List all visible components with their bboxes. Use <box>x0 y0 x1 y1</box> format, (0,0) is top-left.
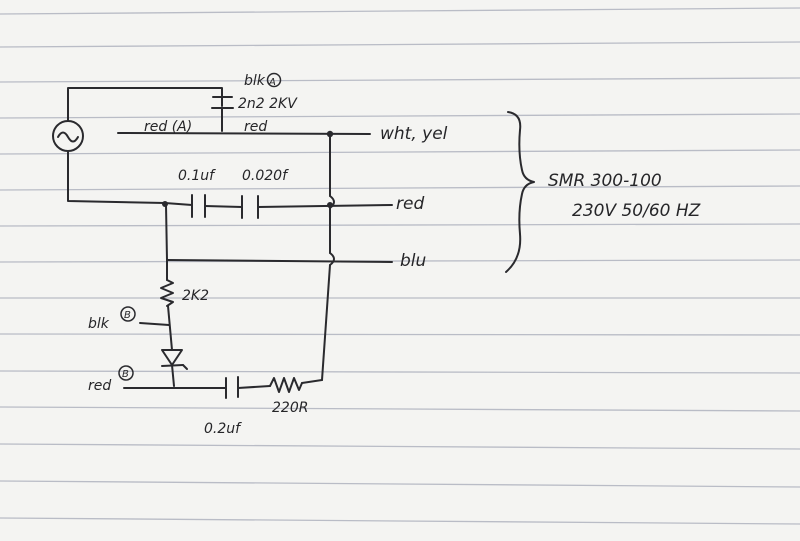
marker-b1-circle <box>120 306 136 322</box>
label-0-1uf: 0.1uf <box>178 168 216 184</box>
curly-brace-icon <box>505 111 535 273</box>
marker-a: A <box>268 77 276 88</box>
diode-icon <box>161 349 188 370</box>
label-blk-b: blk <box>88 316 110 332</box>
capacitor-icon <box>211 96 234 119</box>
label-red-b: red <box>88 378 111 394</box>
label-220r: 220R <box>272 400 308 416</box>
label-0-2uf: 0.2uf <box>204 421 242 437</box>
label-0-020f: 0.020f <box>242 168 289 184</box>
label-2k2: 2K2 <box>182 288 209 304</box>
label-red-a: red (A) <box>144 119 192 135</box>
marker-b2-circle <box>118 365 134 381</box>
label-blu: blu <box>400 251 427 271</box>
label-red-mid: red <box>396 194 424 214</box>
resistor-icon <box>269 377 303 393</box>
resistor-icon <box>160 279 174 307</box>
marker-a-circle <box>266 72 282 88</box>
label-blk-a: blk <box>244 73 266 89</box>
model-label: SMR 300-100 <box>548 171 662 191</box>
label-wht-yel: wht, yel <box>380 124 448 144</box>
marker-b1: B <box>124 310 131 321</box>
label-red-top: red <box>244 119 267 135</box>
capacitor-icon <box>191 194 206 218</box>
label-2n2-2kv: 2n2 2KV <box>238 96 298 112</box>
circuit-wires <box>67 87 393 389</box>
rating-label: 230V 50/60 HZ <box>572 201 701 221</box>
junction-nodes <box>162 130 334 208</box>
marker-b2: B <box>122 369 129 380</box>
ac-source-icon <box>52 120 84 152</box>
capacitor-icon <box>225 376 239 399</box>
capacitor-icon <box>241 195 259 219</box>
